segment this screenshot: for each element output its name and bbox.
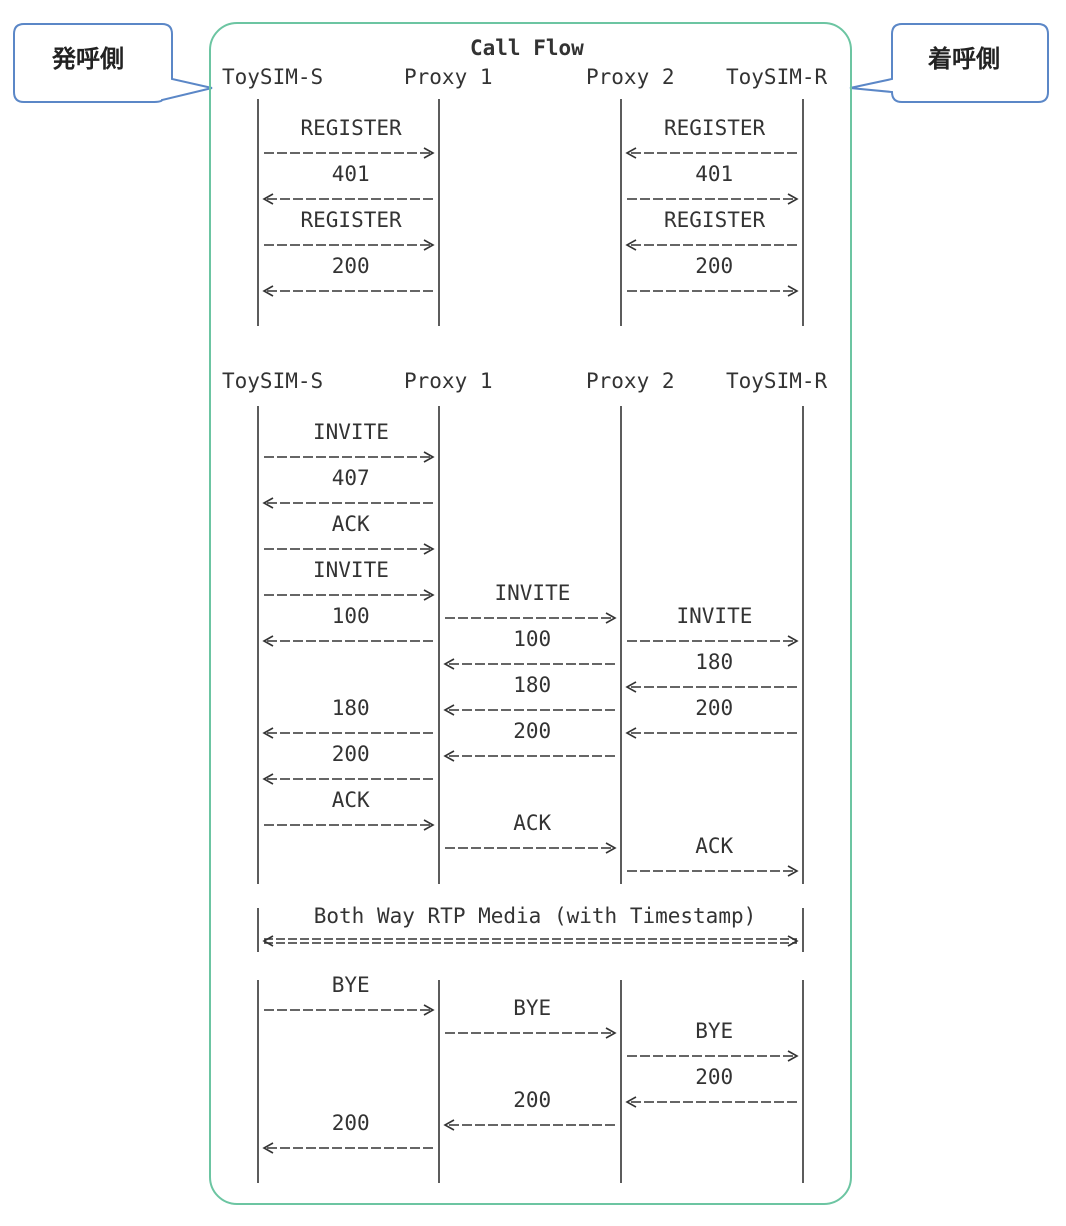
lane-header-toysim-s: ToySIM-S [222, 369, 324, 393]
arrow-head [787, 1050, 799, 1062]
lane-header-proxy-1: Proxy 1 [404, 65, 493, 89]
arrow-head [625, 147, 637, 159]
message-label: 200 [695, 254, 734, 278]
arrow-head [787, 865, 799, 877]
arrow-head [443, 658, 455, 670]
callout-right-balloon [849, 23, 1049, 103]
arrow-head [787, 635, 799, 647]
message-label: ACK [513, 811, 552, 835]
arrow-head [423, 589, 435, 601]
arrow-head [443, 704, 455, 716]
message-label: 407 [331, 466, 370, 490]
arrow-head [423, 451, 435, 463]
lane-header-toysim-r: ToySIM-R [726, 369, 828, 393]
lane-header-toysim-s: ToySIM-S [222, 65, 324, 89]
arrow-head [262, 727, 274, 739]
message-label: REGISTER [664, 116, 766, 140]
arrow-head [262, 773, 274, 785]
message-label: REGISTER [664, 208, 766, 232]
message-label: 200 [513, 1088, 552, 1112]
message-label: 100 [331, 604, 370, 628]
message-label: 200 [331, 1111, 370, 1135]
arrow-head [625, 727, 637, 739]
arrow-head [262, 635, 274, 647]
arrow-head [423, 239, 435, 251]
message-label: 100 [513, 627, 552, 651]
arrow-head [605, 612, 617, 624]
lane-header-proxy-2: Proxy 2 [586, 65, 675, 89]
message-label: ACK [695, 834, 734, 858]
message-label: BYE [331, 973, 370, 997]
arrow-head [262, 285, 274, 297]
arrow-head [443, 750, 455, 762]
message-label: 200 [513, 719, 552, 743]
arrow-head [787, 285, 799, 297]
arrow-head [423, 819, 435, 831]
message-label: 180 [695, 650, 734, 674]
lane-header-proxy-2: Proxy 2 [586, 369, 675, 393]
message-label: 200 [331, 254, 370, 278]
diagram-title: Call Flow [470, 36, 584, 60]
message-label: REGISTER [300, 208, 402, 232]
message-label: 200 [331, 742, 370, 766]
message-label: REGISTER [300, 116, 402, 140]
message-label: 200 [695, 696, 734, 720]
arrow-head [262, 193, 274, 205]
callout-right-label: 着呼側 [928, 45, 1000, 73]
message-label: ACK [331, 512, 370, 536]
arrow-head [605, 842, 617, 854]
arrow-head [262, 1142, 274, 1154]
message-label: INVITE [313, 420, 389, 444]
message-label: 180 [513, 673, 552, 697]
call-flow-frame [209, 22, 852, 1205]
arrow-head [262, 935, 274, 947]
arrow-head [262, 497, 274, 509]
arrow-head [423, 1004, 435, 1016]
arrow-head [625, 681, 637, 693]
message-label: INVITE [676, 604, 753, 628]
arrow-head [423, 543, 435, 555]
arrow-head [787, 193, 799, 205]
arrow-head [787, 935, 799, 947]
lane-header-proxy-1: Proxy 1 [404, 369, 493, 393]
callout-left-balloon [13, 23, 213, 103]
message-label: ACK [331, 788, 370, 812]
message-label: BYE [513, 996, 552, 1020]
arrow-head [423, 147, 435, 159]
message-label: INVITE [494, 581, 571, 605]
message-label: 401 [331, 162, 370, 186]
arrow-head [605, 1027, 617, 1039]
message-label: INVITE [313, 558, 389, 582]
message-label: 200 [695, 1065, 734, 1089]
callout-left-label: 発呼側 [52, 45, 124, 73]
message-label: 180 [331, 696, 370, 720]
lane-header-toysim-r: ToySIM-R [726, 65, 828, 89]
message-label: 401 [695, 162, 734, 186]
media-label: Both Way RTP Media (with Timestamp) [313, 904, 757, 928]
arrow-head [625, 239, 637, 251]
arrow-head [625, 1096, 637, 1108]
arrow-head [443, 1119, 455, 1131]
message-label: BYE [695, 1019, 734, 1043]
